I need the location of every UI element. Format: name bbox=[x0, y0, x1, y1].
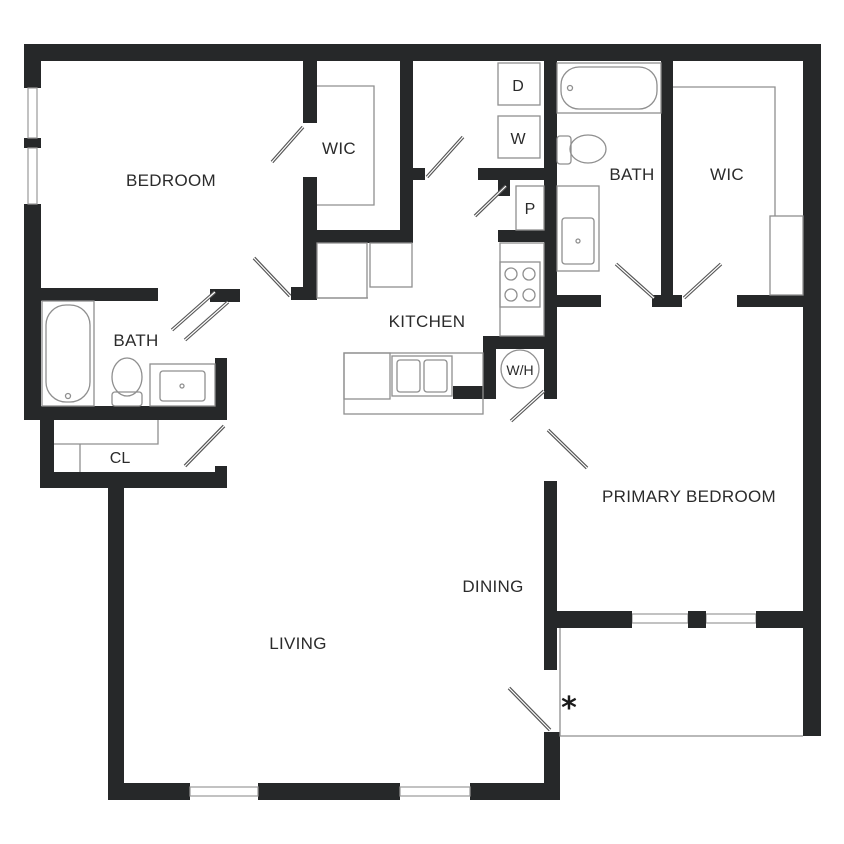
toilet-left bbox=[111, 357, 143, 407]
kitchen-sink bbox=[391, 355, 453, 397]
washer bbox=[497, 115, 541, 159]
pantry-shelf bbox=[515, 185, 545, 231]
room-label-pantry: P bbox=[525, 201, 536, 218]
bathtub-left bbox=[41, 300, 95, 407]
dryer bbox=[497, 62, 541, 106]
exterior-walls bbox=[24, 44, 821, 800]
water-heater bbox=[500, 349, 540, 389]
interior-walls bbox=[24, 61, 803, 670]
toilet-right bbox=[556, 134, 607, 165]
room-label-kitchen: KITCHEN bbox=[389, 312, 466, 331]
room-label-bedroom: BEDROOM bbox=[126, 171, 216, 190]
room-label-dining: DINING bbox=[462, 577, 523, 596]
appliance-label-washer: W bbox=[510, 131, 526, 148]
vanity-right bbox=[556, 185, 600, 272]
room-label-primary-bedroom: PRIMARY BEDROOM bbox=[602, 487, 776, 506]
appliance-label-dryer: D bbox=[512, 78, 524, 95]
room-label-wic-right: WIC bbox=[710, 165, 744, 184]
windows bbox=[27, 87, 757, 797]
vanity-left bbox=[149, 363, 216, 407]
fixtures bbox=[54, 85, 804, 737]
patio-marker: * bbox=[561, 691, 577, 726]
room-label-bath-left: BATH bbox=[113, 331, 158, 350]
room-label-bath-right: BATH bbox=[609, 165, 654, 184]
doors bbox=[170, 125, 723, 732]
stove bbox=[499, 261, 541, 308]
room-label-wic-left: WIC bbox=[322, 139, 356, 158]
bathtub-right bbox=[556, 62, 662, 114]
room-label-living: LIVING bbox=[269, 634, 327, 653]
room-label-closet: CL bbox=[110, 450, 131, 467]
appliance-label-water-heater: W/H bbox=[506, 362, 533, 378]
